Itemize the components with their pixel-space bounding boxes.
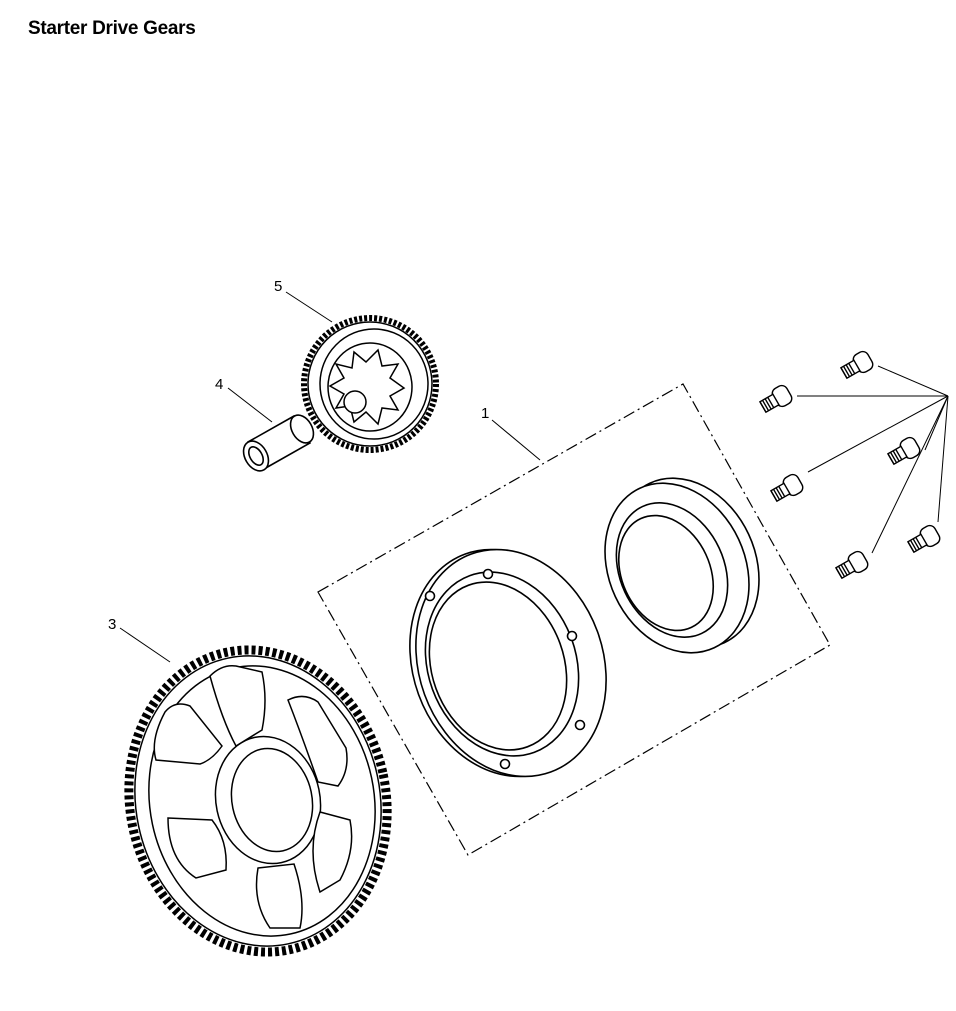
bolt-4 — [769, 473, 804, 503]
bolt-6 — [834, 550, 869, 580]
bolt-1 — [839, 350, 874, 380]
leader-line-3 — [119, 627, 171, 663]
leader-line-5 — [285, 291, 333, 323]
callout-1: 1 — [481, 405, 489, 422]
idler-gear — [301, 315, 439, 453]
callout-5: 5 — [274, 278, 282, 295]
bolt-set — [758, 350, 941, 580]
bolt-2 — [758, 384, 793, 414]
callout-3: 3 — [108, 616, 116, 633]
starter-driven-gear — [124, 645, 392, 957]
assembly-boundary-dashed — [317, 383, 831, 856]
page-title: Starter Drive Gears — [28, 18, 196, 39]
leader-line-4 — [227, 387, 273, 423]
sprag-clutch-ring — [604, 477, 760, 654]
leader-line-1 — [491, 419, 541, 461]
idler-shaft — [242, 414, 315, 472]
bolt-5 — [906, 524, 941, 554]
bolt-leader-lines — [797, 365, 949, 554]
bolt-3 — [886, 436, 921, 466]
callout-4: 4 — [215, 376, 223, 393]
starter-clutch-housing — [409, 548, 607, 778]
